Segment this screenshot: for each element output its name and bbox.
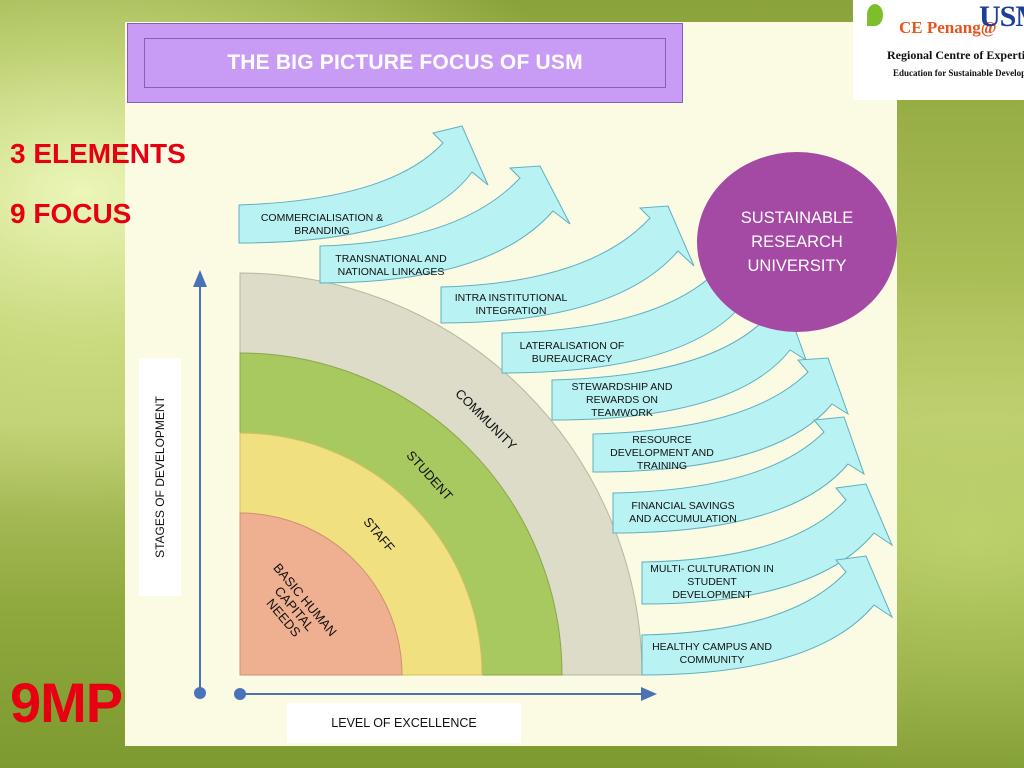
goal-circle: SUSTAINABLE RESEARCH UNIVERSITY	[697, 152, 897, 332]
focus-label-5: STEWARDSHIP AND REWARDS ON TEAMWORK	[571, 380, 673, 419]
focus-arrow-9	[641, 555, 894, 676]
plan-label: 9MP	[10, 671, 123, 734]
page-title: THE BIG PICTURE FOCUS OF USM	[144, 38, 666, 88]
logo-line3: Education for Sustainable Development	[893, 68, 1024, 78]
x-axis-label: LEVEL OF EXCELLENCE	[287, 703, 521, 743]
focus-label-7: FINANCIAL SAVINGS AND ACCUMULATION	[629, 500, 737, 525]
focus-arrow-1	[238, 125, 489, 244]
axes	[193, 270, 657, 701]
focus-arrow-3	[440, 205, 695, 324]
focus-arrow-6	[592, 357, 849, 473]
elements-label: 3 ELEMENTS	[10, 138, 186, 169]
logo-line2: Regional Centre of Expertise	[887, 48, 1024, 62]
focus-arrow-7	[612, 416, 865, 534]
y-axis-label: STAGES OF DEVELOPMENT	[153, 396, 167, 558]
focus-label-4: LATERALISATION OF BUREAUCRACY	[519, 340, 625, 365]
rings	[239, 272, 643, 676]
goal-text: SUSTAINABLE RESEARCH UNIVERSITY	[740, 209, 854, 275]
logo-usm-text: USM	[979, 0, 1024, 33]
focus-label-9: HEALTHY CAMPUS AND COMMUNITY	[652, 641, 772, 666]
focus-arrow-2	[319, 165, 571, 284]
focus-label-6: RESOURCE DEVELOPMENT AND TRAINING	[610, 433, 714, 472]
rce-logo: CE Penang@ USM Regional Centre of Expert…	[853, 0, 1024, 100]
title-box: THE BIG PICTURE FOCUS OF USM	[127, 23, 683, 103]
focus-label-2: TRANSNATIONAL AND NATIONAL LINKAGES	[335, 253, 447, 278]
logo-top-text: CE Penang@	[899, 18, 997, 37]
ring-core	[239, 512, 403, 676]
focus-arrow-8	[641, 483, 894, 605]
focus-label: 9 FOCUS	[10, 198, 132, 229]
focus-arrows	[238, 125, 894, 676]
y-axis-label-box: STAGES OF DEVELOPMENT	[139, 358, 181, 596]
focus-label-8: MULTI- CULTURATION IN STUDENT DEVELOPMEN…	[650, 562, 774, 601]
focus-label-1: COMMERCIALISATION & BRANDING	[260, 212, 384, 237]
focus-label-3: INTRA INSTITUTIONAL INTEGRATION	[454, 292, 568, 317]
leaf-icon	[867, 4, 883, 26]
